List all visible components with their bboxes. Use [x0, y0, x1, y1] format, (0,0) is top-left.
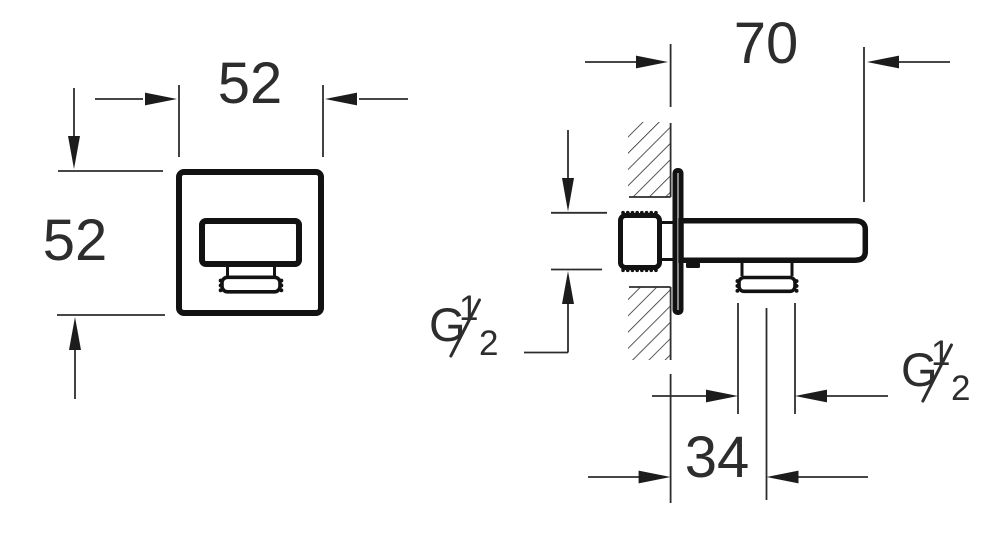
thread-fraction-denominator: 2 — [479, 324, 499, 363]
side-view — [618, 122, 869, 360]
thread-fraction-denominator: 2 — [951, 369, 971, 408]
thread-label-outlet: G 1 2 — [901, 336, 987, 411]
side-outlet-thread — [737, 275, 797, 294]
thread-fraction-numerator: 1 — [459, 289, 479, 328]
wall-hatch-upper — [628, 122, 671, 197]
dim-label-offset: 34 — [684, 425, 750, 490]
dim-label-front-width: 52 — [217, 51, 283, 116]
wall-hatch-lower — [628, 287, 671, 360]
wall-union-body — [618, 213, 662, 270]
thread-fraction-numerator: 1 — [931, 334, 951, 373]
thread-label-wall: G 1 2 — [429, 291, 515, 366]
front-outlet-block — [199, 218, 302, 267]
dim-label-front-height: 52 — [42, 208, 108, 273]
front-outlet-thread — [220, 275, 282, 294]
dim-label-depth: 70 — [733, 11, 799, 76]
side-dimension-lines — [524, 44, 950, 503]
front-dimension-lines — [57, 85, 408, 399]
arm-underside-step — [686, 262, 700, 268]
front-view — [176, 169, 324, 316]
wall-union-neck — [662, 221, 674, 261]
front-outlet-neck — [226, 267, 276, 277]
side-arm — [678, 218, 869, 263]
side-outlet-neck — [740, 263, 794, 276]
